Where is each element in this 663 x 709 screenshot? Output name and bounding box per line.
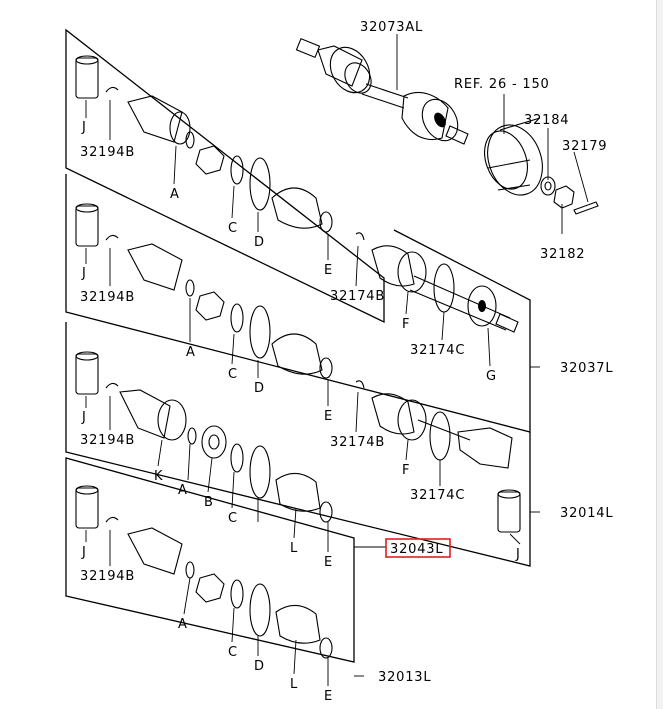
box2-parts xyxy=(75,203,519,379)
box1-parts xyxy=(75,55,333,233)
label-E: E xyxy=(324,409,333,424)
label-G: G xyxy=(486,369,497,384)
label-J: J xyxy=(81,410,87,425)
label-J: J xyxy=(515,547,521,562)
top-shaft-assembly xyxy=(295,37,599,215)
label-32184: 32184 xyxy=(524,113,569,128)
label-K: K xyxy=(154,469,163,484)
label-L: L xyxy=(290,677,298,692)
label-circlip: 32174B xyxy=(330,435,385,450)
label-A: A xyxy=(178,483,188,498)
label-J: J xyxy=(81,545,87,560)
label-E: E xyxy=(324,689,333,704)
label-32014L: 32014L xyxy=(560,506,613,521)
label-C: C xyxy=(228,645,238,660)
label-E: E xyxy=(324,263,333,278)
label-E: E xyxy=(324,555,333,570)
label-L: L xyxy=(290,541,298,556)
label-F: F xyxy=(402,317,410,332)
group-box-2 xyxy=(65,174,531,433)
label-assy-main: 32073AL xyxy=(360,20,423,35)
label-32182: 32182 xyxy=(540,247,585,262)
letter-leaders xyxy=(85,100,521,686)
label-circlip: 32174B xyxy=(330,289,385,304)
group-box-1 xyxy=(65,28,385,324)
label-A: A xyxy=(178,617,188,632)
label-ref: REF. 26 - 150 xyxy=(454,77,550,92)
label-A: A xyxy=(186,345,196,360)
selected-part-highlight[interactable] xyxy=(385,538,451,558)
box4-parts xyxy=(75,485,333,659)
box3-parts xyxy=(75,351,521,533)
label-32037L: 32037L xyxy=(560,361,613,376)
label-D: D xyxy=(254,235,265,250)
label-F: F xyxy=(402,463,410,478)
label-A: A xyxy=(170,187,180,202)
part-labels: 32073AL REF. 26 - 150 32184 32179 32182 … xyxy=(80,20,613,704)
label-boot-band: 32194B xyxy=(80,569,135,584)
label-boot-band: 32194B xyxy=(80,433,135,448)
label-C: C xyxy=(228,367,238,382)
label-ring: 32174C xyxy=(410,488,465,503)
label-J: J xyxy=(81,120,87,135)
label-32013L: 32013L xyxy=(378,670,431,685)
label-B: B xyxy=(204,495,214,510)
scrollbar[interactable] xyxy=(656,0,663,709)
label-boot-band: 32194B xyxy=(80,145,135,160)
label-D: D xyxy=(254,381,265,396)
label-ring: 32174C xyxy=(410,343,465,358)
group-box-3 xyxy=(65,322,531,567)
label-J: J xyxy=(81,266,87,281)
label-boot-band: 32194B xyxy=(80,290,135,305)
label-C: C xyxy=(228,221,238,236)
leader-lines xyxy=(354,34,589,677)
label-D: D xyxy=(254,659,265,674)
group-box-4 xyxy=(65,457,355,663)
label-32179: 32179 xyxy=(562,139,607,154)
label-C: C xyxy=(228,511,238,526)
label-32043L: 32043L xyxy=(390,542,443,557)
